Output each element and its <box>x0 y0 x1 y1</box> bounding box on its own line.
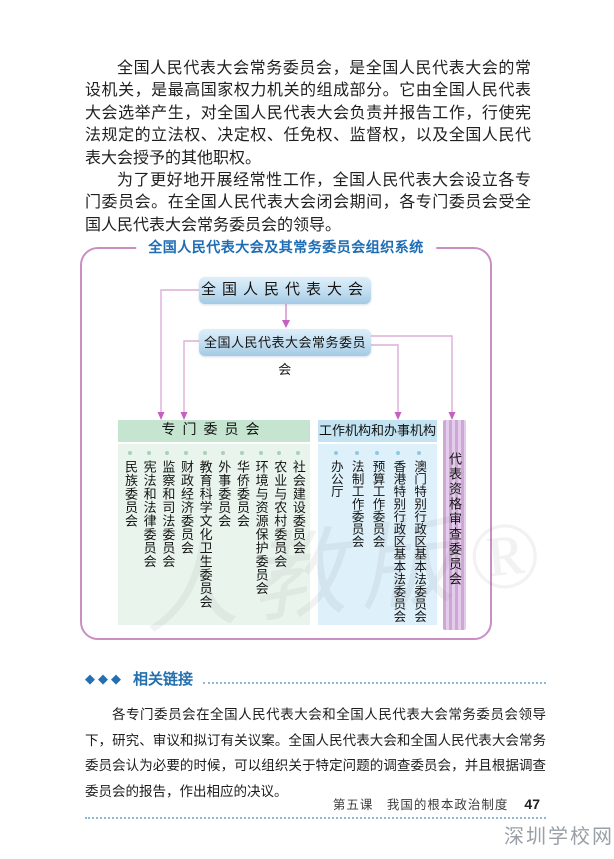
bullet-dot-icon <box>417 451 422 455</box>
committee-label: 环境与资源保护委员会 <box>253 460 269 595</box>
working-body-item: 法制工作委员会 <box>348 444 366 625</box>
bullet-dot-icon <box>396 451 401 455</box>
credentials-committee-label: 代表资格审查委员会 <box>447 452 462 587</box>
committee-item: 民族委员会 <box>121 444 139 625</box>
committee-item: 外事委员会 <box>214 444 232 625</box>
bullet-dot-icon <box>128 451 132 455</box>
bullet-dot-icon <box>202 451 207 455</box>
lesson-title: 第五课 我国的根本政治制度 <box>332 798 509 812</box>
committee-label: 华侨委员会 <box>234 460 250 528</box>
related-links-title: 相关链接 <box>133 671 194 688</box>
bullet-dot-icon <box>165 451 170 455</box>
connector-lines <box>157 289 456 420</box>
working-body-item: 预算工作委员会 <box>368 444 386 625</box>
bullet-dot-icon <box>295 451 300 455</box>
page-number: 47 <box>524 796 540 812</box>
working-body-label: 法制工作委员会 <box>349 460 364 548</box>
committee-item: 宪法和法律委员会 <box>140 444 158 625</box>
working-bodies-header: 工作机构和办事机构 <box>318 420 437 442</box>
committee-item: 社会建设委员会 <box>289 444 307 625</box>
working-body-label: 预算工作委员会 <box>370 460 385 548</box>
bullet-dot-icon <box>375 451 380 455</box>
bullet-dot-icon <box>258 451 263 455</box>
org-chart-title: 全国人民代表大会及其常务委员会组织系统 <box>136 237 436 257</box>
working-body-label: 香港特别行政区基本法委员会 <box>391 460 406 623</box>
committee-label: 外事委员会 <box>216 460 232 528</box>
bullet-dot-icon <box>354 451 359 455</box>
working-bodies-list: 办公厅 法制工作委员会 预算工作委员会 香港特别行政区基本法委员会 澳门特别行政… <box>318 444 437 625</box>
committee-label: 农业与农村委员会 <box>272 460 288 568</box>
working-body-item: 澳门特别行政区基本法委员会 <box>410 444 428 625</box>
dotted-rule-bottom <box>85 815 546 819</box>
bullet-dot-icon <box>146 451 151 455</box>
body-text: 全国人民代表大会常务委员会，是全国人民代表大会的常设机关，是最高国家权力机关的组… <box>85 58 531 237</box>
related-links-header: ◆◆◆ 相关链接 <box>85 668 546 689</box>
npc-box: 全国人民代表大会 <box>199 277 371 304</box>
site-watermark: 深圳学校网 <box>504 826 614 848</box>
committee-item: 财政经济委员会 <box>177 444 195 625</box>
committee-item: 教育科学文化卫生委员会 <box>196 444 214 625</box>
committee-item: 环境与资源保护委员会 <box>252 444 270 625</box>
diamond-icons: ◆◆◆ <box>85 671 124 686</box>
committee-item: 监察和司法委员会 <box>158 444 176 625</box>
working-body-label: 澳门特别行政区基本法委员会 <box>412 460 427 623</box>
dotted-rule <box>203 673 546 684</box>
related-links-body: 各专门委员会在全国人民代表大会和全国人民代表大会常务委员会领导下，研究、审议和拟… <box>85 707 546 799</box>
committee-label: 监察和司法委员会 <box>160 460 176 568</box>
committee-item: 华侨委员会 <box>233 444 251 625</box>
committee-label: 民族委员会 <box>123 460 138 528</box>
committee-label: 社会建设委员会 <box>290 460 306 555</box>
org-chart-panel: 全国人民代表大会及其常务委员会组织系统 全国人民代表大会 全国人民代表大会 <box>80 237 492 640</box>
bullet-dot-icon <box>239 451 244 455</box>
committee-label: 财政经济委员会 <box>178 460 194 555</box>
special-committees-list: 民族委员会 宪法和法律委员会 监察和司法委员会 财政经济委员会 教育科学文化卫生… <box>118 444 310 625</box>
working-body-item: 香港特别行政区基本法委员会 <box>389 444 407 625</box>
committee-item: 农业与农村委员会 <box>270 444 288 625</box>
committee-label: 教育科学文化卫生委员会 <box>197 460 213 609</box>
npcsc-box: 全国人民代表大会常务委员会 <box>199 329 371 377</box>
bullet-dot-icon <box>221 451 226 455</box>
credentials-committee-bar: 代表资格审查委员会 <box>443 420 466 630</box>
special-committees-header: 专门委员会 <box>118 420 310 442</box>
related-links-section: ◆◆◆ 相关链接 各专门委员会在全国人民代表大会和全国人民代表大会常务委员会领导… <box>85 668 546 819</box>
bullet-dot-icon <box>183 451 188 455</box>
paragraph-npcsc-intro: 全国人民代表大会常务委员会，是全国人民代表大会的常设机关，是最高国家权力机关的组… <box>85 60 531 167</box>
working-body-label: 办公厅 <box>328 460 343 498</box>
paragraph-special-committees: 为了更好地开展经常性工作，全国人民代表大会设立各专门委员会。在全国人民代表大会闭… <box>85 172 531 234</box>
committee-label: 宪法和法律委员会 <box>141 460 157 568</box>
page-footer: 第五课 我国的根本政治制度 47 <box>85 794 540 813</box>
bullet-dot-icon <box>333 451 338 455</box>
working-body-item: 办公厅 <box>327 444 345 625</box>
bullet-dot-icon <box>277 451 282 455</box>
